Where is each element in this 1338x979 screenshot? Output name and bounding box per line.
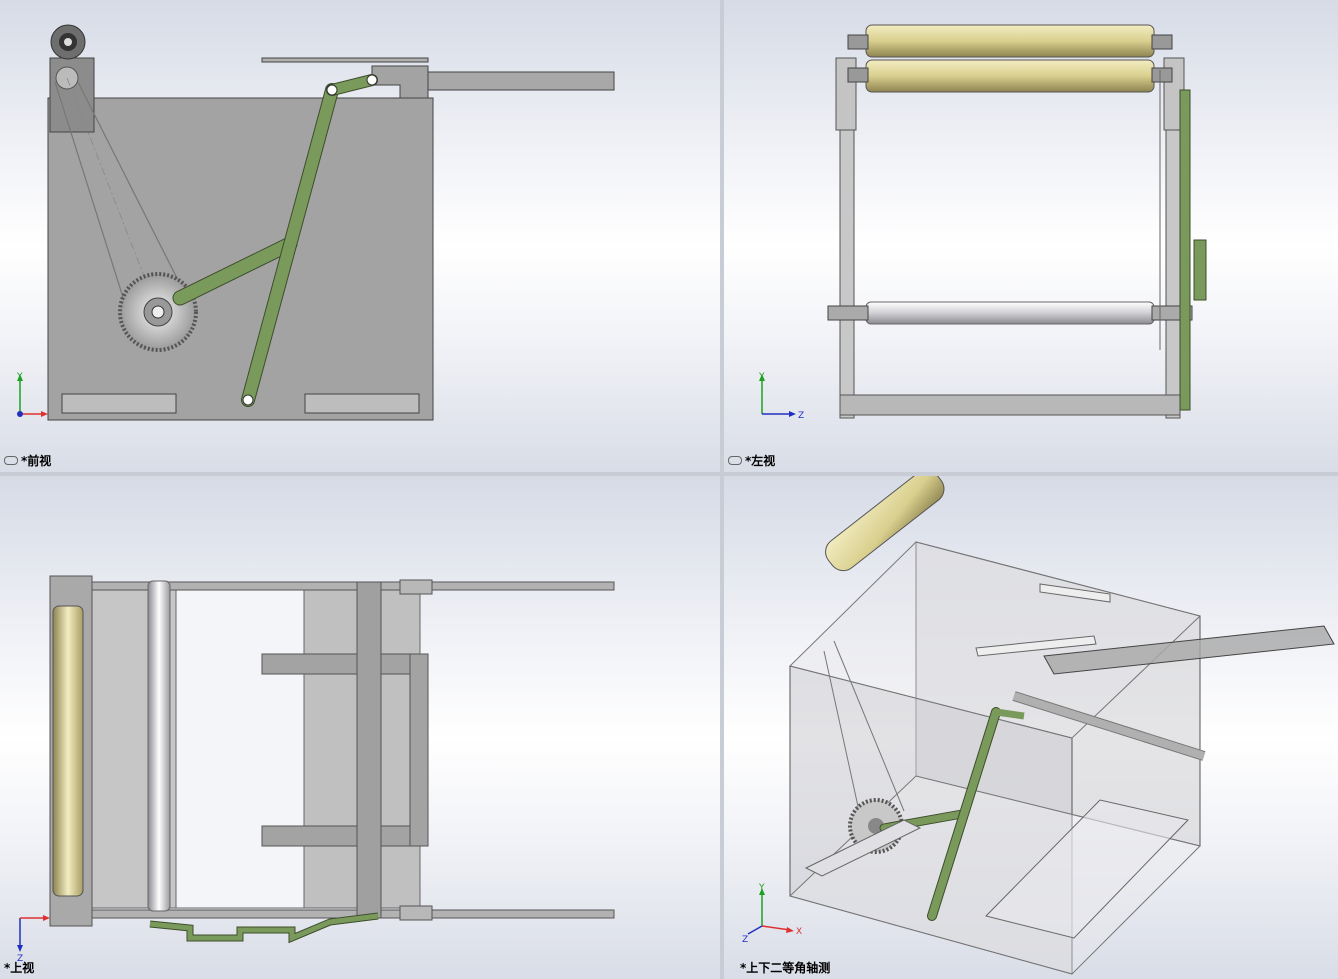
- top-gold-roller: [52, 605, 84, 897]
- svg-text:Z: Z: [742, 935, 748, 942]
- viewport-isometric[interactable]: Y X Z *上下二等角轴测: [724, 476, 1338, 979]
- viewport-left[interactable]: Y Z o *左视: [724, 0, 1338, 472]
- axis-triad-icon: Z: [17, 915, 50, 962]
- front-frame-plate: [47, 97, 434, 421]
- top-crossbar-1: [261, 653, 429, 675]
- top-view-model: [49, 575, 615, 944]
- view-label-front: o *前视: [4, 452, 51, 469]
- svg-text:Y: Y: [758, 883, 765, 893]
- left-view-model: [827, 24, 1207, 419]
- axis-y-label: Y: [16, 372, 23, 382]
- front-slot-right: [304, 393, 420, 414]
- front-view-model: [47, 24, 615, 421]
- left-bottom-roller: [865, 301, 1155, 325]
- svg-text:Z: Z: [798, 411, 804, 420]
- view-label-top: *上视: [4, 961, 35, 975]
- view-label-left: o *左视: [728, 452, 775, 469]
- link-icon: o: [728, 456, 742, 465]
- viewport-front[interactable]: Y o *前视: [0, 0, 720, 472]
- left-base-bar: [839, 394, 1181, 416]
- left-top-roller-2: [865, 59, 1155, 93]
- iso-gold-roller: [825, 476, 945, 572]
- iso-rail: [1043, 625, 1335, 675]
- viewport-top[interactable]: Z *上视: [0, 476, 720, 979]
- front-rail-bracket: [371, 65, 429, 99]
- link-icon: o: [4, 456, 18, 465]
- top-silver-roller: [147, 580, 171, 912]
- svg-text:X: X: [796, 927, 802, 937]
- axis-triad-icon: Y: [16, 372, 48, 417]
- front-top-plate: [261, 57, 429, 63]
- viewport-splitter-horizontal[interactable]: [0, 472, 1338, 476]
- top-crossbar-2: [261, 825, 429, 847]
- iso-view-model: [789, 476, 1335, 975]
- svg-text:Z: Z: [17, 954, 23, 962]
- viewport-splitter-vertical[interactable]: [720, 0, 724, 979]
- axis-triad-icon: Y X Z: [742, 883, 802, 942]
- svg-text:Y: Y: [758, 372, 765, 382]
- left-top-roller-1: [865, 24, 1155, 58]
- left-green-link: [1179, 89, 1191, 411]
- view-label-iso: *上下二等角轴测: [740, 961, 831, 975]
- front-slot-left: [61, 393, 177, 414]
- front-slide-rail: [399, 71, 615, 91]
- axis-triad-icon: Y Z: [758, 372, 804, 420]
